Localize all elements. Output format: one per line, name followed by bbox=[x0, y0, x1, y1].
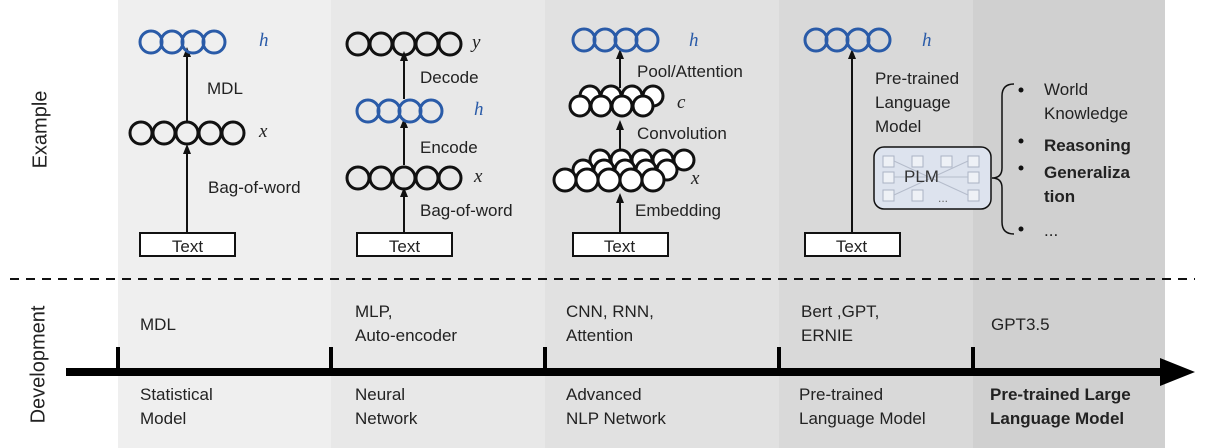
input-label: Text bbox=[603, 237, 636, 256]
example-advanced bbox=[552, 27, 696, 257]
timeline-arrowhead bbox=[1160, 358, 1195, 386]
plm-internal-edges bbox=[893, 160, 969, 196]
plm-internal-nodes bbox=[882, 155, 980, 202]
input-label: Text bbox=[835, 237, 868, 256]
capability-item: ... bbox=[1044, 221, 1059, 240]
capability-item: Reasoning bbox=[1044, 136, 1131, 155]
era-large: Pre-trained Large Language Model bbox=[990, 385, 1131, 428]
model-label: Pre-trained Language Model bbox=[875, 69, 960, 136]
plm-dots: ... bbox=[938, 191, 949, 205]
input-variable: x bbox=[691, 168, 700, 189]
hidden-layer-nodes bbox=[138, 29, 227, 55]
conv-variable: c bbox=[677, 92, 686, 113]
output-layer-nodes bbox=[345, 31, 463, 57]
embedding-label: Embedding bbox=[635, 201, 722, 220]
hidden-layer-nodes bbox=[355, 98, 444, 124]
hidden-layer-nodes bbox=[571, 27, 660, 53]
methods-statistical: MDL bbox=[140, 315, 176, 334]
era-neural: Neural Network bbox=[355, 385, 418, 428]
input-layer-nodes bbox=[345, 165, 463, 191]
methods-large: GPT3.5 bbox=[991, 315, 1050, 334]
methods-pretrained: Bert ,GPT, ERNIE bbox=[801, 302, 880, 345]
era-advanced: Advanced NLP Network bbox=[566, 385, 666, 428]
embedding-stack-nodes bbox=[552, 148, 696, 193]
hidden-variable: h bbox=[474, 99, 484, 120]
era-statistical: Statistical Model bbox=[140, 385, 213, 428]
example-pretrained bbox=[803, 27, 1015, 257]
bottom-method-label: Bag-of-word bbox=[208, 178, 301, 197]
encode-label: Encode bbox=[420, 138, 478, 157]
example-neural bbox=[345, 31, 463, 257]
methods-neural: MLP, Auto-encoder bbox=[355, 302, 458, 345]
top-method-label: MDL bbox=[207, 79, 243, 98]
methods-advanced: CNN, RNN, Attention bbox=[566, 302, 654, 345]
conv-stack-nodes bbox=[568, 84, 665, 118]
hidden-layer-nodes bbox=[803, 27, 892, 53]
input-label: Text bbox=[171, 237, 204, 256]
plm-box bbox=[873, 146, 992, 210]
capability-item: World Knowledge bbox=[1044, 80, 1129, 123]
plm-label: PLM bbox=[904, 167, 939, 186]
output-variable: y bbox=[472, 32, 481, 53]
hidden-variable: h bbox=[689, 30, 699, 51]
capability-item: Generaliza tion bbox=[1044, 163, 1130, 206]
timeline-ticks bbox=[116, 347, 975, 372]
capability-brace bbox=[991, 83, 1015, 235]
capability-bullets bbox=[1018, 87, 1024, 232]
input-variable: x bbox=[474, 166, 483, 187]
input-label: Text bbox=[388, 237, 421, 256]
hidden-variable: h bbox=[922, 30, 932, 51]
era-pretrained: Pre-trained Language Model bbox=[799, 385, 926, 428]
input-layer-nodes bbox=[128, 120, 246, 146]
convolution-label: Convolution bbox=[637, 124, 727, 143]
pool-attention-label: Pool/Attention bbox=[637, 62, 743, 81]
decode-label: Decode bbox=[420, 68, 479, 87]
hidden-variable: h bbox=[259, 30, 269, 51]
bottom-method-label: Bag-of-word bbox=[420, 201, 513, 220]
example-statistical bbox=[128, 29, 246, 257]
input-variable: x bbox=[259, 121, 268, 142]
